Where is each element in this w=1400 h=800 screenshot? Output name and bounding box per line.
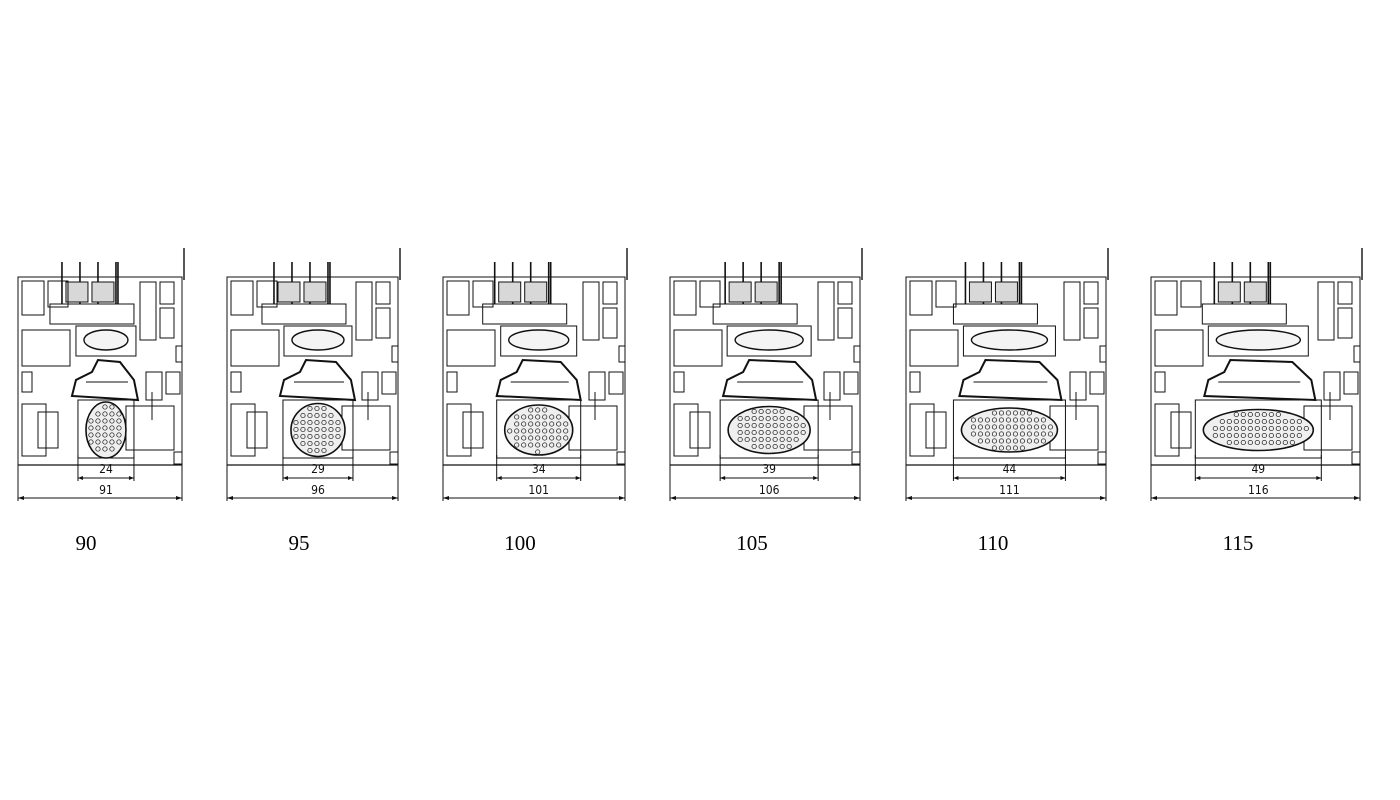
series-label-105: 105: [736, 531, 768, 555]
overall-dimension-90: 91: [99, 483, 113, 497]
profile-section-105: 39 106: [669, 248, 863, 501]
series-label-90: 90: [75, 531, 97, 555]
inner-dimension-105: 39: [762, 462, 776, 476]
inner-dimension-90: 24: [99, 462, 113, 476]
overall-dimension-95: 96: [311, 483, 325, 497]
overall-dimension-100: 101: [528, 483, 549, 497]
series-label-110: 110: [977, 531, 1009, 555]
series-label-95: 95: [288, 531, 310, 555]
inner-dimension-100: 34: [532, 462, 546, 476]
overall-dimension-115: 116: [1248, 483, 1269, 497]
profile-section-110: 44 111: [905, 248, 1109, 501]
inner-dimension-95: 29: [311, 462, 325, 476]
overall-dimension-110: 111: [999, 483, 1020, 497]
profile-section-90: 24 91: [17, 248, 185, 501]
profile-section-115: 49 116: [1150, 248, 1363, 501]
profile-section-95: 29 96: [226, 248, 401, 501]
inner-dimension-110: 44: [1003, 462, 1017, 476]
inner-dimension-115: 49: [1251, 462, 1265, 476]
series-label-100: 100: [504, 531, 536, 555]
profile-section-100: 34 101: [442, 248, 628, 501]
series-label-115: 115: [1222, 531, 1254, 555]
overall-dimension-105: 106: [759, 483, 780, 497]
